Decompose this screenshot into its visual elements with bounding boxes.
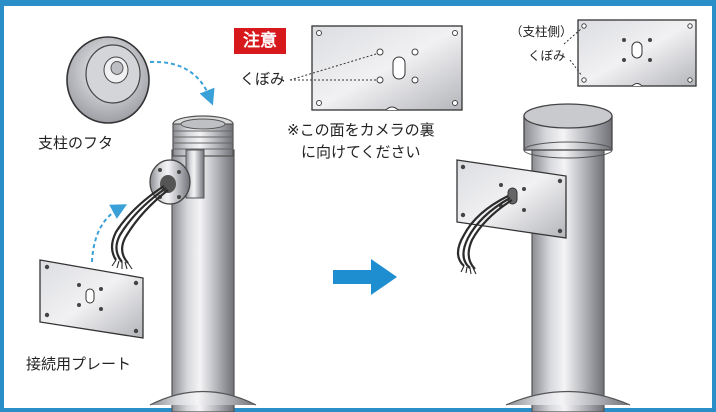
connection-plate-icon <box>39 259 144 339</box>
right-arrow-icon <box>333 259 397 295</box>
post-cap-icon <box>66 36 150 124</box>
note-line-1: ※この面をカメラの裏 <box>287 121 435 139</box>
post-cap-label: 支柱のフタ <box>38 134 114 152</box>
recess-small-label: くぼみ <box>528 48 566 63</box>
caution-plate-diagram <box>289 25 463 111</box>
post-side-label: （支柱側） <box>510 24 573 39</box>
note-line-2: に向けてください <box>301 143 421 161</box>
post-side-plate-diagram <box>563 19 697 87</box>
left-pole <box>110 115 257 412</box>
caution-badge: 注意 <box>234 28 286 54</box>
recess-label: くぼみ <box>240 70 286 88</box>
connection-plate-label: 接続用プレート <box>26 355 132 373</box>
cap-dashed-arrow <box>149 60 215 106</box>
right-pole <box>456 103 631 412</box>
plate-dashed-arrow <box>91 204 128 263</box>
